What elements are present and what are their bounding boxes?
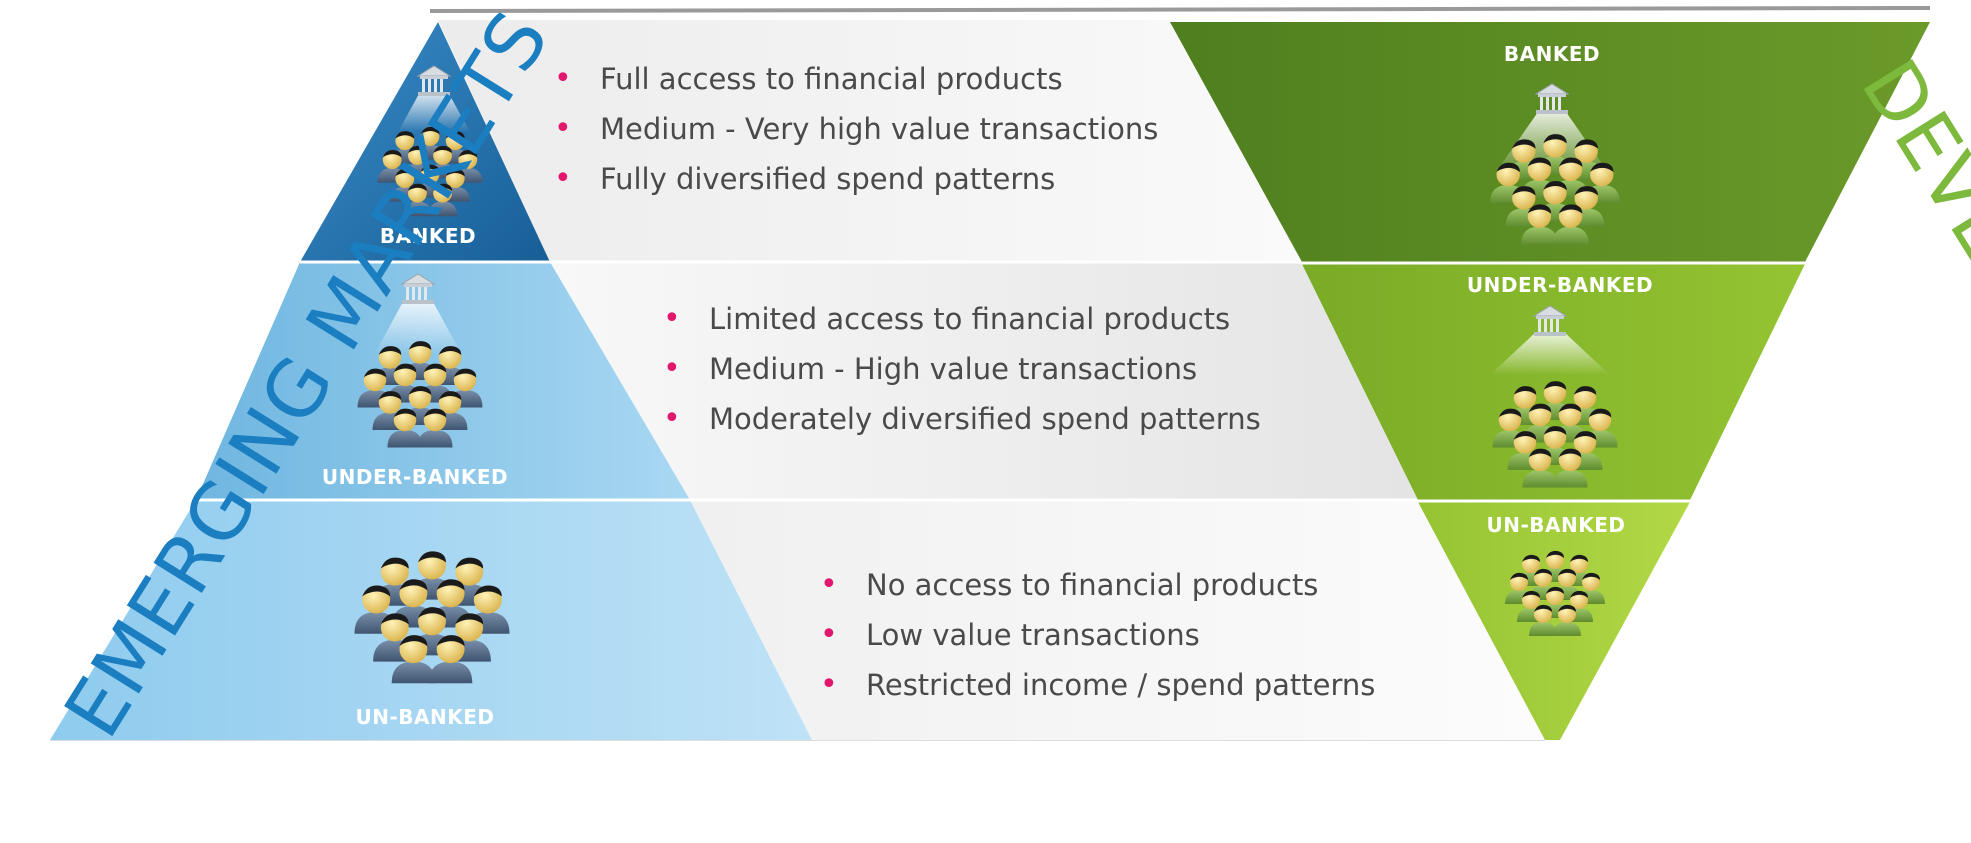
diagram-canvas xyxy=(50,6,1931,741)
band-under-banked xyxy=(550,262,1418,500)
market-pyramid-diagram: BANKED UNDER-BANKED UN-BANKED BANKED UND… xyxy=(48,0,1971,843)
list-item: •Restricted income / spend patterns xyxy=(820,667,1376,702)
bank-icon xyxy=(398,65,470,132)
list-item: •Full access to financial products xyxy=(554,61,1063,96)
band-un-banked xyxy=(690,500,1545,740)
bullets-under-banked: •Limited access to financial products •M… xyxy=(657,294,1261,444)
inverted-label-banked: BANKED xyxy=(1503,42,1601,66)
inverted-label-under-banked: UNDER-BANKED xyxy=(1466,273,1654,297)
list-item: •Moderately diversified spend patterns xyxy=(663,401,1261,436)
list-item: •Medium - High value transactions xyxy=(663,351,1198,386)
top-rule xyxy=(429,6,1931,13)
pyramid-label-banked: BANKED xyxy=(379,224,477,248)
bank-icon xyxy=(374,273,462,355)
pyramid-label-un-banked: UN-BANKED xyxy=(355,705,495,729)
band-banked xyxy=(438,20,1302,262)
list-item: •Fully diversified spend patterns xyxy=(554,161,1056,196)
bullets-banked: •Full access to financial products •Medi… xyxy=(548,54,1158,204)
bank-icon xyxy=(1490,305,1610,375)
pyramid-label-under-banked: UNDER-BANKED xyxy=(321,465,509,489)
list-item: •Medium - Very high value transactions xyxy=(554,111,1159,146)
bullets-un-banked: •No access to financial products •Low va… xyxy=(814,560,1375,710)
list-item: •No access to financial products xyxy=(820,567,1319,602)
list-item: •Limited access to financial products xyxy=(663,301,1231,336)
list-item: •Low value transactions xyxy=(820,617,1200,652)
inverted-label-un-banked: UN-BANKED xyxy=(1486,513,1626,537)
inverted-un-banked xyxy=(1418,502,1690,740)
